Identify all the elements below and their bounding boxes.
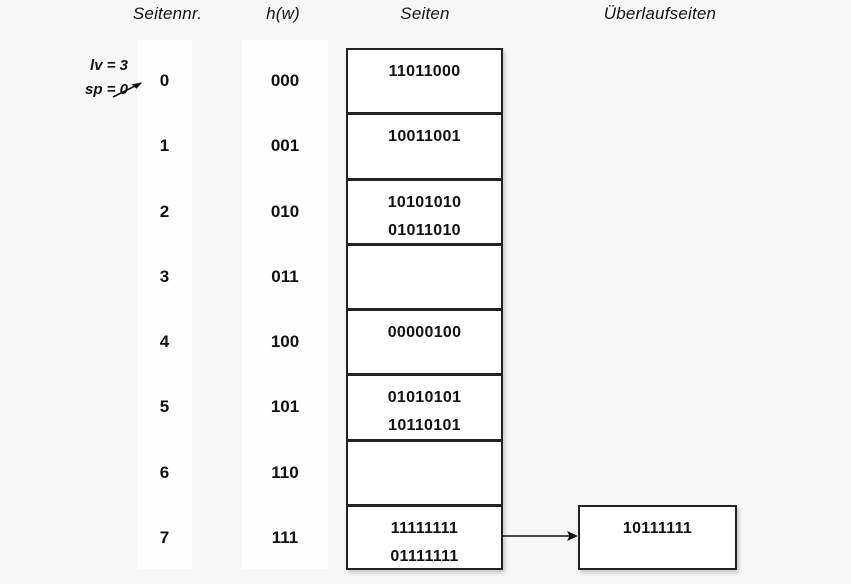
- column-header-seitennr: Seitennr.: [132, 4, 203, 23]
- overflow-page-box: 10111111: [578, 505, 737, 570]
- page-cell: 10011001: [346, 113, 503, 179]
- annotation-lv: lv = 3: [90, 57, 128, 74]
- page-entry: 01111111: [390, 547, 459, 565]
- seitennr-value: 2: [159, 201, 170, 221]
- seitennr-value: 4: [159, 332, 170, 351]
- directory-annotation: lv = 3 sp = 0: [36, 54, 128, 102]
- hash-value: 011: [271, 266, 299, 286]
- page-cell: 00000100: [346, 309, 503, 375]
- page-cell: 01010101 10110101: [346, 374, 503, 440]
- page-entry: 11011000: [388, 63, 461, 80]
- index-row: 4 100: [0, 309, 340, 374]
- page-entry: 00000100: [387, 324, 462, 341]
- seitennr-value: 5: [159, 397, 170, 417]
- page-cell: 10101010 01011010: [346, 178, 503, 244]
- seitennr-value: 7: [159, 527, 170, 547]
- index-row: 6 110: [0, 440, 340, 505]
- page-entry: 01011010: [388, 221, 461, 239]
- page-entry: 10011001: [388, 128, 461, 146]
- hash-value: 100: [270, 332, 300, 351]
- page-cell: 11111111 01111111: [346, 504, 503, 570]
- index-row: 3 011: [0, 244, 340, 309]
- hash-value: 001: [270, 136, 300, 156]
- seitennr-value: 6: [159, 462, 170, 482]
- annotation-sp: sp = 0: [85, 81, 128, 98]
- hash-value: 101: [270, 397, 300, 417]
- arrow-right-icon: [112, 82, 142, 98]
- column-header-hw: h(w): [266, 4, 300, 23]
- index-row: 5 101: [0, 374, 340, 439]
- column-band-seitennr: [137, 40, 192, 569]
- arrow-right-long-icon: [502, 531, 578, 541]
- seitennr-value: 3: [159, 266, 170, 286]
- page-entry: 01010101: [387, 389, 462, 407]
- page-cell: 11011000: [346, 48, 503, 114]
- overflow-page-entry: 10111111: [622, 520, 693, 537]
- hash-value: 010: [270, 201, 300, 221]
- index-row: 7 111: [0, 505, 340, 570]
- column-header-ueberlaufseiten: Überlaufseiten: [603, 4, 717, 23]
- hash-value: 110: [271, 462, 299, 482]
- column-band-hw: [242, 40, 328, 569]
- primary-pages-column: 11011000 10011001 10101010 01011010 00000100…: [346, 48, 503, 570]
- seitennr-value: 1: [159, 136, 170, 156]
- hash-value: 000: [270, 71, 300, 90]
- hash-value: 111: [271, 527, 299, 547]
- page-cell: [346, 439, 503, 505]
- page-cell: [346, 243, 503, 309]
- page-entry: 10101010: [387, 193, 462, 211]
- index-row: 1 001: [0, 113, 340, 178]
- seitennr-value: 0: [159, 71, 170, 90]
- page-entry: 11111111: [390, 519, 459, 537]
- page-entry: 10110101: [388, 417, 461, 435]
- column-header-seiten: Seiten: [400, 4, 450, 23]
